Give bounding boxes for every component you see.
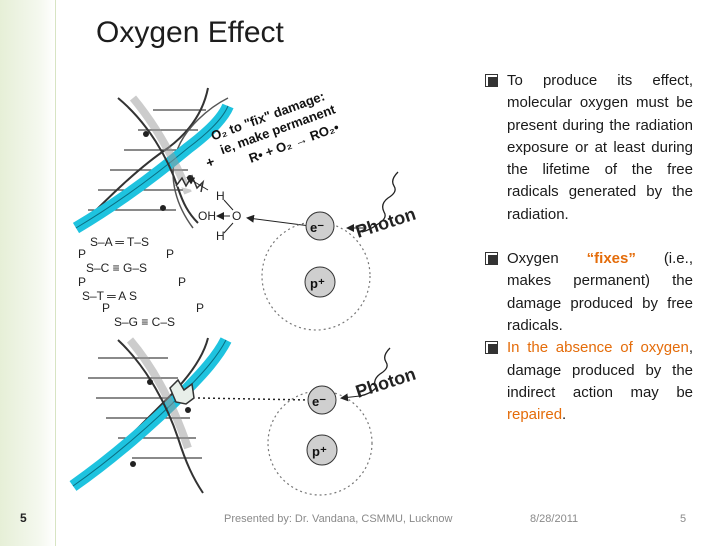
lower-damage-site	[169, 378, 195, 405]
electron-top-label: e⁻	[310, 220, 324, 235]
bullet-3-part-d: .	[562, 406, 567, 424]
bullet-item-2: Oxygen “fixes” (i.e., makes permanent) t…	[485, 248, 693, 337]
atom-bottom	[267, 390, 373, 496]
plus-sign: +	[204, 153, 217, 171]
base-row3: S–T ═ A S	[82, 289, 137, 303]
p-label-6: P	[196, 301, 204, 315]
p-label-5: P	[102, 301, 110, 315]
p-label-4: P	[178, 275, 186, 289]
electron-bottom-circle	[307, 385, 337, 415]
bullet-2-post: (i.e., makes permanent) the damage produ…	[507, 250, 693, 334]
photon-top-wave	[361, 171, 399, 233]
base-row2: S–C ≡ G–S	[86, 261, 147, 275]
electron-bottom-label: e⁻	[312, 394, 326, 409]
photon-top-label: Photon	[353, 204, 418, 242]
p-label-1: P	[78, 247, 86, 261]
side-bar-divider	[55, 0, 56, 546]
slide-number-right: 5	[680, 513, 687, 525]
proton-bottom-circle	[306, 434, 338, 466]
side-bar	[0, 0, 55, 546]
bullet-3-part-c: repaired	[507, 406, 563, 424]
proton-top-label: p⁺	[310, 276, 325, 291]
atom-top	[261, 221, 371, 331]
bullet-item-1: To produce its effect, molecular oxygen …	[485, 70, 693, 226]
proton-top-circle	[304, 266, 336, 298]
dna-radiation-diagram: + O₂ to "fix" damage: ie, make permanent…	[69, 87, 418, 496]
footer-presenter: Presented by: Dr. Vandana, CSMMU, Luckno…	[224, 513, 453, 525]
slide-number-left: 5	[20, 511, 27, 525]
base-row4: S–G ≡ C–S	[114, 315, 175, 329]
bullet-2-highlight: “fixes”	[586, 250, 636, 268]
p-label-3: P	[78, 275, 86, 289]
bullet-item-3: In the absence of oxygen, damage produce…	[485, 337, 693, 426]
water-h-bottom: H	[216, 229, 225, 243]
bullet-3-part-a: In the absence of oxygen	[507, 339, 689, 357]
upper-helix-rungs	[88, 109, 206, 211]
checkbox-bullet-icon	[485, 341, 498, 355]
electron-top-circle	[305, 211, 335, 241]
photon-bottom-wave	[359, 347, 391, 397]
bullet-list: To produce its effect, molecular oxygen …	[485, 70, 693, 426]
oh-label: OH	[198, 209, 216, 223]
proton-bottom-label: p⁺	[312, 444, 327, 459]
bullet-1-text: To produce its effect, molecular oxygen …	[507, 72, 693, 223]
base-row1: S–A ═ T–S	[90, 235, 149, 249]
bullet-3-part-b: , damage produced by the indirect action…	[507, 339, 693, 401]
checkbox-bullet-icon	[485, 252, 498, 266]
footer-date: 8/28/2011	[530, 513, 579, 525]
water-h-top: H	[216, 189, 225, 203]
bullet-2-pre: Oxygen	[507, 250, 587, 268]
water-o: O	[232, 209, 241, 223]
indirect-path-line	[197, 397, 311, 401]
p-label-2: P	[166, 247, 174, 261]
checkbox-bullet-icon	[485, 74, 498, 87]
slide-title: Oxygen Effect	[96, 16, 284, 49]
